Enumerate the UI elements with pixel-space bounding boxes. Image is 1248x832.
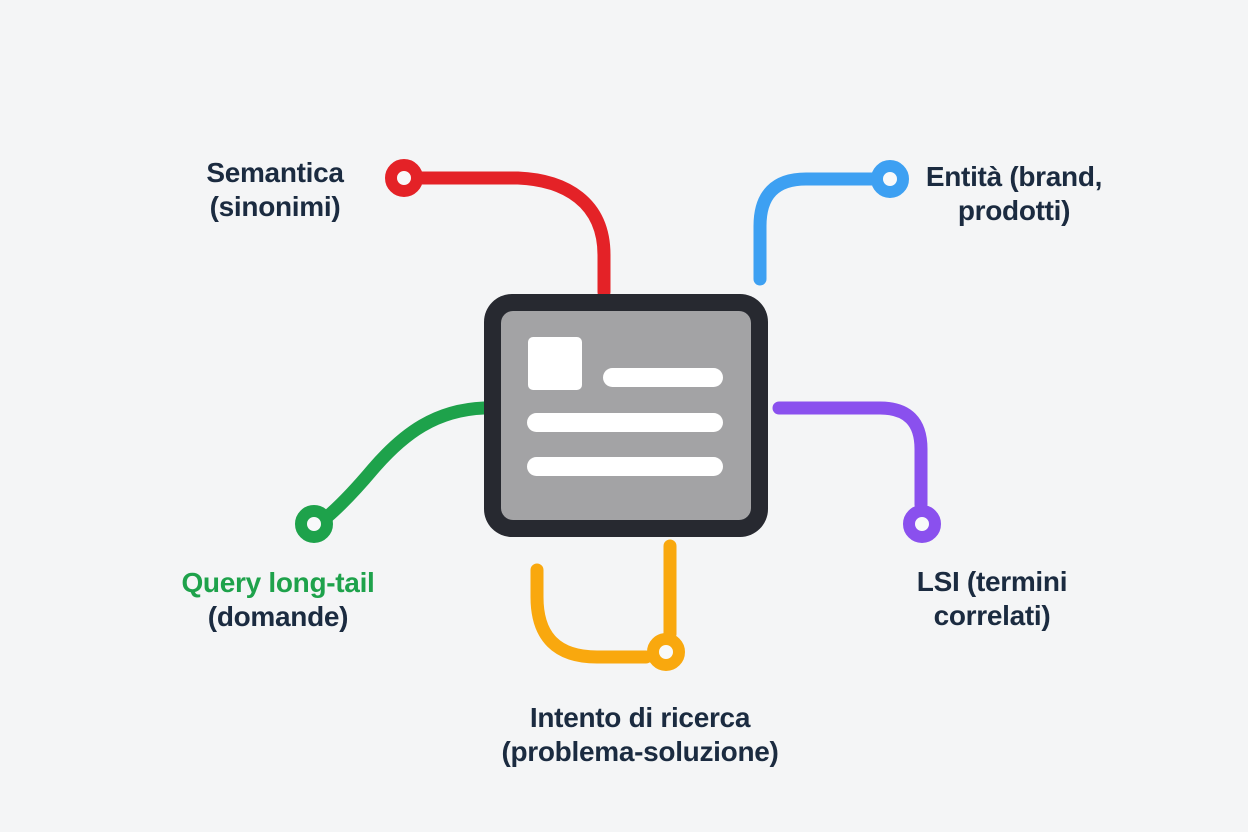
semantica-node-circle <box>385 159 423 197</box>
webpage-icon-text-bar-short <box>603 368 723 387</box>
label-query-line1: Query long-tail <box>181 567 375 598</box>
intento-node-circle <box>647 633 685 671</box>
semantica-connector-line <box>409 171 611 299</box>
label-intento: Intento di ricerca (problema-soluzione) <box>450 701 830 769</box>
webpage-icon-text-bar-1 <box>527 413 723 432</box>
label-semantica-line1: Semantica <box>206 157 344 188</box>
label-intento-line1: Intento di ricerca <box>529 702 751 733</box>
webpage-icon-image-placeholder <box>528 337 582 390</box>
webpage-icon-text-bar-2 <box>527 457 723 476</box>
query-node-circle <box>295 505 333 543</box>
label-entita: Entità (brand, prodotti) <box>864 160 1164 228</box>
entita-node-circle <box>871 160 909 198</box>
entita-connector-line <box>753 172 881 286</box>
label-query-line2: (domande) <box>207 601 349 632</box>
label-semantica: Semantica (sinonimi) <box>125 156 425 224</box>
webpage-document-icon <box>484 294 768 537</box>
label-lsi-line2: correlati) <box>933 600 1051 631</box>
label-entita-line2: prodotti) <box>957 195 1071 226</box>
label-lsi-line1: LSI (termini <box>916 566 1068 597</box>
intento-connector-curve <box>530 563 653 664</box>
lsi-connector-line <box>772 401 928 512</box>
label-entita-line1: Entità (brand, <box>925 161 1103 192</box>
lsi-node-circle <box>903 505 941 543</box>
query-connector-line <box>320 401 491 524</box>
label-query-long-tail: Query long-tail (domande) <box>108 566 448 634</box>
label-lsi: LSI (termini correlati) <box>842 565 1142 633</box>
label-semantica-line2: (sinonimi) <box>209 191 341 222</box>
label-intento-line2: (problema-soluzione) <box>501 736 779 767</box>
